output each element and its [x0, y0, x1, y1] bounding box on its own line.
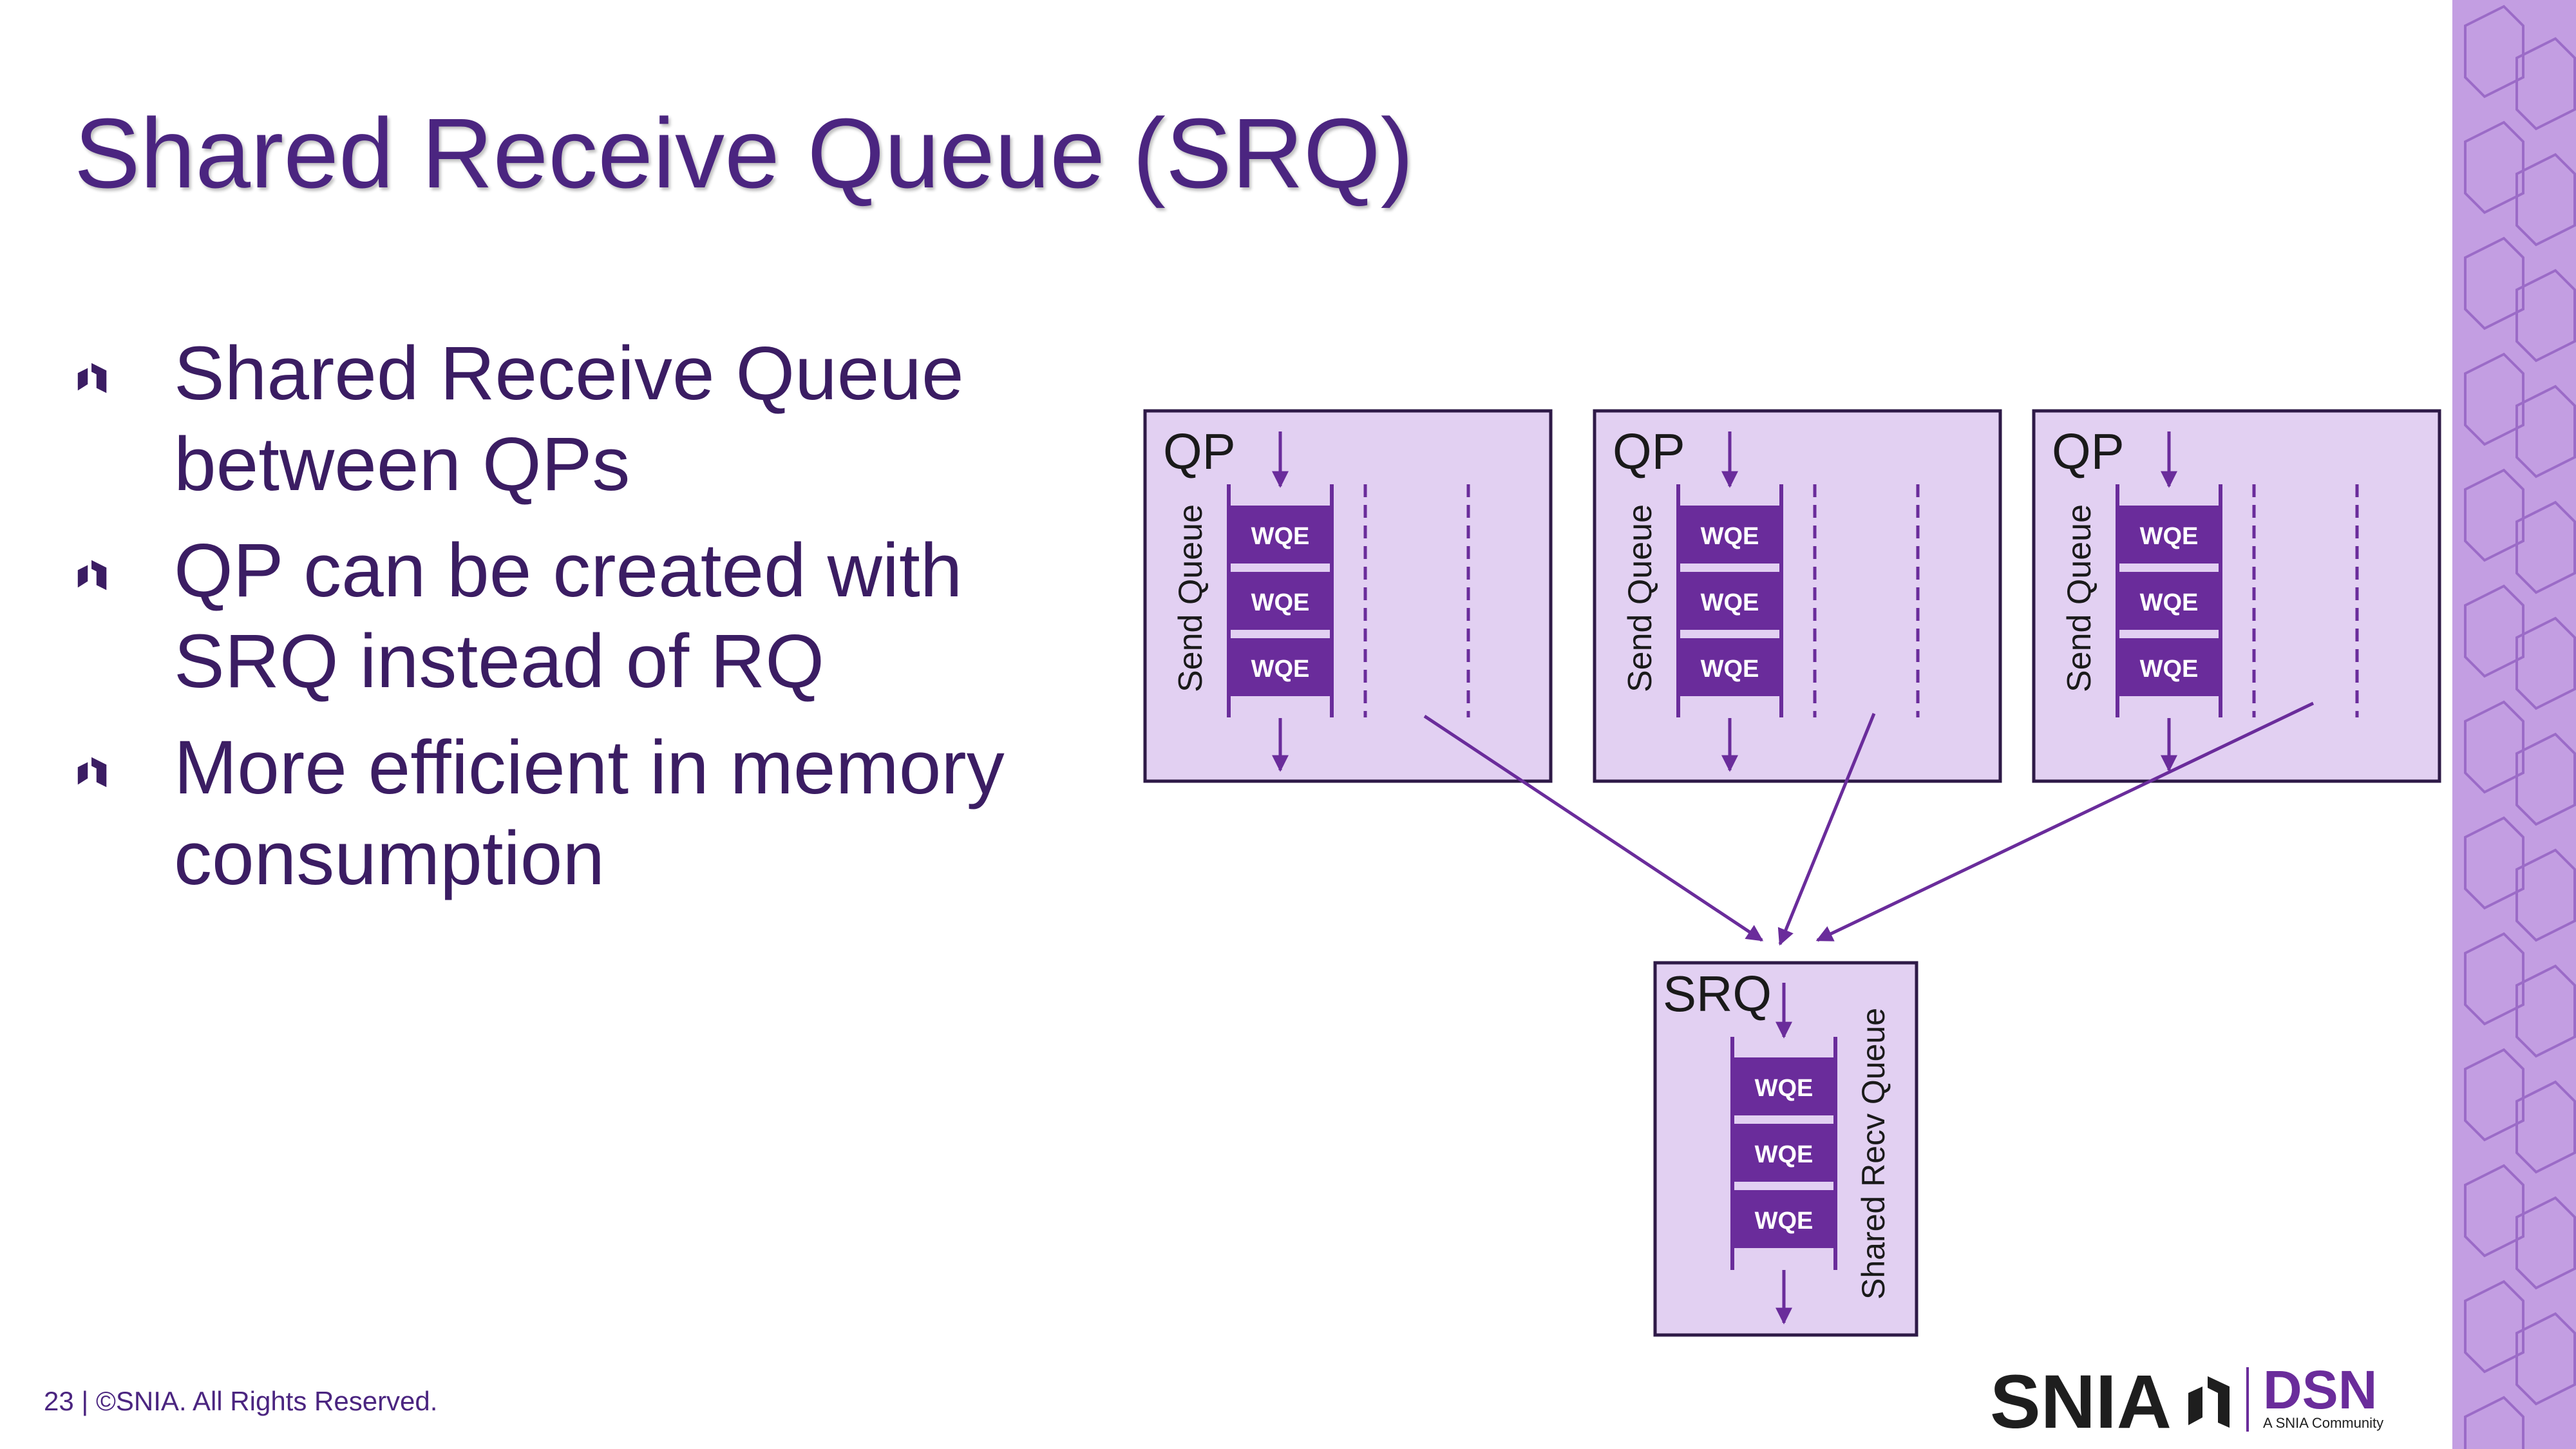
slide-title: Shared Receive Queue (SRQ) [74, 98, 1414, 209]
dsn-subtitle: A SNIA Community [2263, 1415, 2383, 1431]
qp-box: QP Send Queue WQE WQE WQE [2032, 409, 2441, 783]
send-queue-label: Send Queue [1172, 504, 1209, 692]
wqe-block [1734, 1057, 1834, 1115]
snia-bullet-icon [77, 560, 107, 591]
qp-to-srq-arrow [1777, 713, 1876, 946]
wqe-block [2119, 506, 2219, 564]
bullet-text: More efficient in memory consumption [174, 725, 1005, 901]
wqe-block [2119, 638, 2219, 696]
snia-bullet-icon [77, 757, 107, 788]
wqe-block [1230, 506, 1331, 564]
snia-dsn-logo: SNIA DSN A SNIA Community [1990, 1359, 2383, 1439]
wqe-label: WQE [2140, 656, 2199, 683]
bullet-item: Shared Receive Queue between QPs [74, 328, 1104, 510]
qp-to-srq-arrow [1423, 714, 1764, 942]
shared-recv-queue-label: Shared Recv Queue [1855, 1008, 1891, 1300]
bullet-text: QP can be created with SRQ instead of RQ [174, 528, 963, 704]
qp-label: QP [2052, 423, 2125, 480]
wqe-label: WQE [1755, 1075, 1814, 1102]
footer-copyright: 23 | ©SNIA. All Rights Reserved. [44, 1386, 438, 1416]
snia-bullet-icon [77, 363, 107, 393]
bullet-text: Shared Receive Queue between QPs [174, 331, 964, 507]
snia-wordmark: SNIA [1990, 1359, 2172, 1439]
wqe-label: WQE [2140, 589, 2199, 616]
decorative-side-band [2452, 0, 2576, 1449]
bullet-list: Shared Receive Queue between QPs QP can … [74, 328, 1104, 920]
send-queue-label: Send Queue [1622, 504, 1659, 692]
wqe-block [2119, 572, 2219, 630]
wqe-block [1680, 638, 1780, 696]
wqe-label: WQE [1701, 656, 1759, 683]
snia-logo-icon [2188, 1376, 2230, 1428]
wqe-block [1230, 638, 1331, 696]
wqe-block [1680, 506, 1780, 564]
srq-label: SRQ [1663, 965, 1772, 1022]
qp-box: QP Send Queue WQE WQE WQE [1593, 409, 2002, 783]
qp-to-srq-arrow [1815, 701, 2315, 942]
dsn-wordmark: DSN [2263, 1359, 2377, 1420]
wqe-label: WQE [2140, 523, 2199, 550]
wqe-label: WQE [1251, 656, 1310, 683]
qp-label: QP [1163, 423, 1236, 480]
wqe-label: WQE [1701, 523, 1759, 550]
wqe-block [1734, 1190, 1834, 1248]
wqe-label: WQE [1755, 1208, 1814, 1235]
wqe-label: WQE [1251, 523, 1310, 550]
wqe-block [1680, 572, 1780, 630]
wqe-label: WQE [1701, 589, 1759, 616]
bullet-item: QP can be created with SRQ instead of RQ [74, 526, 1104, 707]
qp-label: QP [1613, 423, 1685, 480]
wqe-block [1734, 1124, 1834, 1182]
wqe-block [1230, 572, 1331, 630]
wqe-label: WQE [1755, 1141, 1814, 1168]
srq-box: SRQ WQE WQE WQE Shared Recv Queue [1653, 961, 1918, 1337]
wqe-label: WQE [1251, 589, 1310, 616]
send-queue-label: Send Queue [2061, 504, 2098, 692]
bullet-item: More efficient in memory consumption [74, 723, 1104, 904]
qp-box: QP Send Queue WQE WQE WQE [1143, 409, 1553, 783]
